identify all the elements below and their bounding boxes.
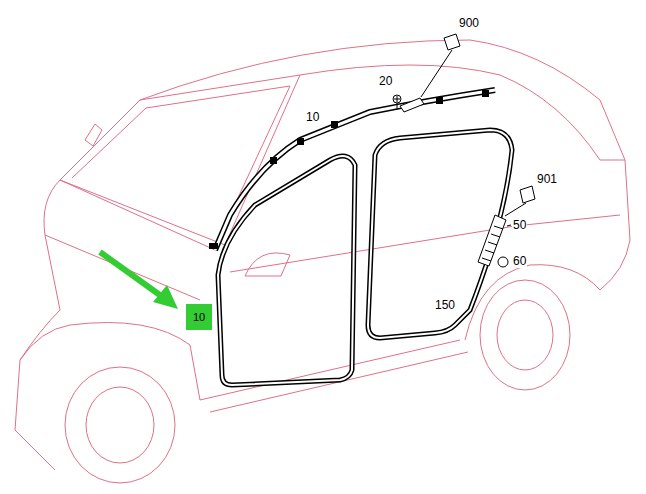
- pointer-arrow: [100, 252, 178, 309]
- callout-number: 50: [512, 218, 527, 232]
- callout-number: 60: [512, 254, 527, 268]
- callout-number: 901: [536, 172, 558, 186]
- callout-number: 20: [378, 74, 393, 88]
- callout-number: 10: [193, 311, 205, 324]
- callout-number: 10: [305, 110, 320, 124]
- small-parts: [393, 34, 535, 267]
- callout-number: 900: [458, 16, 480, 30]
- callout-number: 150: [434, 298, 456, 312]
- car-body: [15, 40, 630, 483]
- highlight-box: 10: [186, 304, 212, 330]
- curtain-airbag: [209, 90, 495, 250]
